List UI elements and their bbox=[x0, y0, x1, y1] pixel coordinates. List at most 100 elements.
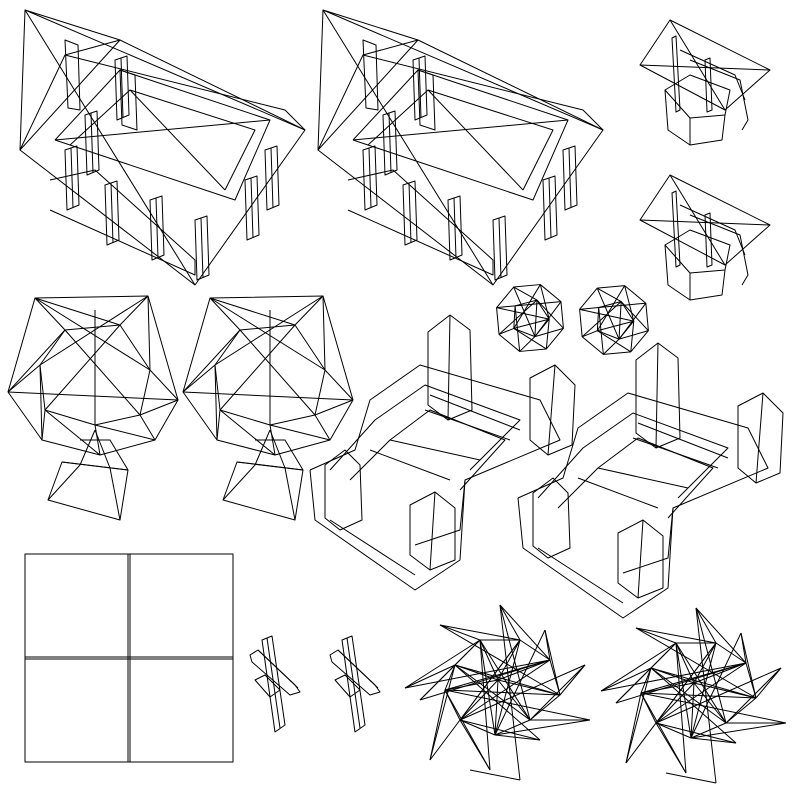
wire-edge bbox=[637, 422, 729, 459]
wire-edge bbox=[7, 329, 66, 393]
wire-edge bbox=[704, 212, 713, 268]
wire-edge bbox=[419, 639, 481, 701]
wire-edge bbox=[324, 449, 363, 531]
wire-edge bbox=[7, 391, 179, 401]
wire-edge bbox=[64, 39, 81, 111]
bridge-wireframe bbox=[517, 342, 784, 619]
wire-edge bbox=[236, 439, 304, 471]
wire-edge bbox=[294, 295, 324, 326]
wire-edge bbox=[352, 69, 569, 201]
wire-edge bbox=[222, 464, 256, 501]
wire-edge bbox=[547, 364, 556, 456]
wire-edge bbox=[693, 682, 757, 699]
wire-edge bbox=[689, 59, 749, 131]
wire-edge bbox=[389, 439, 481, 461]
wire-edge bbox=[669, 19, 726, 111]
wire-edge bbox=[444, 639, 561, 736]
wire-edge bbox=[581, 330, 598, 338]
wire-edge bbox=[250, 177, 254, 239]
tree-wireframe bbox=[182, 295, 354, 521]
wire-edge bbox=[577, 477, 659, 509]
wire-edge bbox=[47, 461, 129, 521]
wire-edge bbox=[444, 679, 499, 691]
wire-edge bbox=[429, 689, 446, 761]
wire-edge bbox=[695, 607, 717, 784]
wire-edge bbox=[412, 55, 428, 121]
wire-edge bbox=[64, 329, 141, 416]
wire-edge bbox=[34, 297, 121, 326]
wire-edge bbox=[600, 667, 652, 692]
wire-edge bbox=[368, 147, 372, 209]
wire-edge bbox=[596, 287, 622, 302]
wire-edge bbox=[499, 604, 521, 781]
wire-edge bbox=[200, 217, 204, 279]
wire-edge bbox=[655, 342, 659, 449]
wire-edge bbox=[439, 624, 481, 641]
wire-edge bbox=[519, 336, 536, 352]
wire-edge bbox=[562, 145, 578, 211]
wire-edge bbox=[314, 414, 331, 441]
wire-edge bbox=[615, 642, 677, 704]
wire-edge bbox=[537, 412, 729, 499]
wire-edge bbox=[513, 327, 547, 350]
house-wireframe bbox=[19, 9, 306, 286]
wire-edge bbox=[239, 329, 316, 416]
wire-edge bbox=[47, 464, 81, 501]
wire-edge bbox=[693, 682, 727, 724]
wire-edge bbox=[341, 635, 366, 733]
wire-edge bbox=[675, 642, 727, 724]
wire-edge bbox=[454, 664, 561, 696]
wire-edge bbox=[24, 9, 306, 131]
wire-edge bbox=[497, 679, 531, 721]
wire-edge bbox=[640, 692, 757, 699]
wire-edge bbox=[679, 204, 746, 256]
wire-edge bbox=[269, 424, 331, 441]
wire-edge bbox=[388, 112, 392, 174]
icosahedron-wireframe bbox=[496, 284, 564, 352]
wire-edge bbox=[675, 642, 692, 739]
wire-edge bbox=[640, 662, 747, 694]
wire-edge bbox=[690, 632, 742, 739]
wire-edge bbox=[695, 607, 727, 724]
wire-edge bbox=[362, 145, 378, 211]
wire-edge bbox=[624, 285, 635, 322]
wire-edge bbox=[598, 302, 646, 308]
wire-edge bbox=[182, 295, 354, 456]
wire-edge bbox=[640, 682, 695, 694]
wire-edge bbox=[737, 392, 784, 484]
wire-edge bbox=[64, 54, 306, 131]
wire-edge bbox=[104, 180, 120, 246]
wire-edge bbox=[637, 519, 644, 599]
wire-edge bbox=[349, 409, 506, 491]
wire-edge bbox=[536, 299, 564, 329]
wire-edge bbox=[39, 364, 43, 441]
wire-edge bbox=[625, 692, 642, 764]
wire-edge bbox=[675, 642, 687, 774]
wire-edge bbox=[479, 639, 531, 721]
wire-edge bbox=[632, 437, 719, 469]
wire-edge bbox=[459, 719, 541, 741]
wire-edge bbox=[494, 679, 499, 736]
wire-edge bbox=[453, 197, 457, 259]
wire-edge bbox=[39, 324, 151, 426]
wire-edge bbox=[109, 467, 121, 521]
wire-edge bbox=[329, 384, 521, 471]
wire-edge bbox=[24, 553, 234, 763]
wire-edge bbox=[34, 297, 66, 331]
wire-edge bbox=[216, 409, 221, 441]
wire-edge bbox=[317, 39, 419, 151]
wire-edge bbox=[532, 477, 571, 559]
wire-edge bbox=[542, 175, 558, 241]
small-hut-wireframe bbox=[639, 19, 771, 146]
wire-edge bbox=[498, 217, 502, 279]
wire-edge bbox=[459, 659, 551, 721]
wire-edge bbox=[418, 57, 422, 119]
wire-edge bbox=[417, 69, 436, 131]
wire-edge bbox=[149, 195, 165, 261]
wire-edge bbox=[664, 74, 731, 119]
wire-edge bbox=[725, 667, 782, 724]
wire-edge bbox=[559, 664, 586, 696]
wire-edge bbox=[329, 519, 416, 576]
wire-edge bbox=[513, 286, 538, 301]
